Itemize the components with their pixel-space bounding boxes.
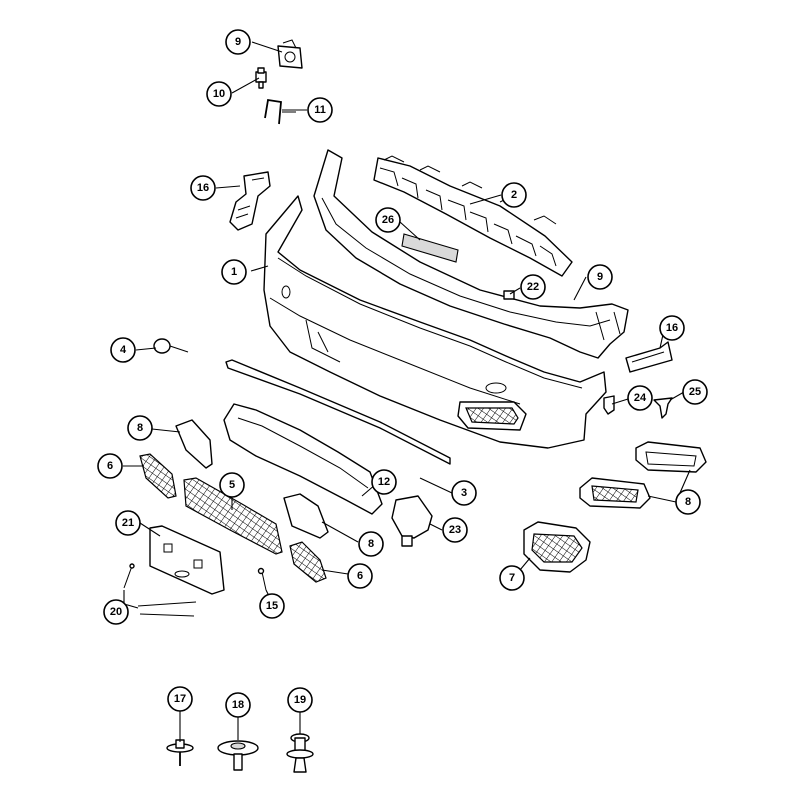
callout-15-label: 15 — [266, 600, 278, 612]
part-22-clip — [503, 290, 515, 300]
callout-6-left-label: 6 — [107, 460, 113, 472]
callout-17-label: 17 — [174, 693, 186, 705]
part-11-upper-fascia — [313, 149, 629, 359]
callout-5-label: 5 — [229, 479, 235, 491]
callout-11-label: 9 — [597, 271, 603, 283]
callout-12-label: 10 — [213, 88, 225, 100]
callout-26-label: 26 — [382, 214, 394, 226]
callout-19: 19 — [287, 687, 313, 713]
part-1-bumper-fascia — [263, 195, 607, 449]
part-16-bracket-left — [229, 171, 271, 231]
leader-lines — [123, 41, 691, 742]
callout-5: 5 — [219, 472, 245, 498]
callout-1-label: 1 — [231, 266, 237, 278]
callout-1: 1 — [221, 259, 247, 285]
part-17-push-rivet — [166, 739, 194, 766]
callout-13-label: 11 — [314, 104, 326, 116]
callout-21: 20 — [103, 599, 129, 625]
callout-15: 15 — [259, 593, 285, 619]
callout-3: 3 — [451, 480, 477, 506]
callout-14: 12 — [371, 469, 397, 495]
part-23-fog-bracket — [391, 495, 433, 547]
callout-6-right-label: 6 — [357, 570, 363, 582]
callout-25: 25 — [682, 379, 708, 405]
part-9-fog-bezels — [579, 441, 707, 509]
callout-20-label: 21 — [122, 517, 134, 529]
callout-10: 9 — [225, 29, 251, 55]
callout-20: 21 — [115, 510, 141, 536]
callout-8-bottom: 8 — [358, 531, 384, 557]
callout-26: 26 — [375, 207, 401, 233]
callout-16-left-label: 16 — [197, 182, 209, 194]
callout-16-right: 16 — [659, 315, 685, 341]
part-14-lower-support — [223, 403, 383, 515]
callout-13: 11 — [307, 97, 333, 123]
callout-23-label: 23 — [449, 524, 461, 536]
part-19-plastic-rivet — [286, 733, 314, 773]
part-7-bezel — [523, 521, 591, 573]
part-26-foam — [401, 233, 459, 263]
part-21-fasteners — [123, 563, 197, 617]
callout-9-label: 8 — [685, 496, 691, 508]
callout-9: 8 — [675, 489, 701, 515]
callout-12: 10 — [206, 81, 232, 107]
callout-23: 23 — [442, 517, 468, 543]
callout-3-label: 3 — [461, 487, 467, 499]
callout-14-label: 12 — [378, 476, 390, 488]
part-16-bracket-right — [625, 341, 673, 373]
callout-22: 22 — [520, 274, 546, 300]
part-15-screw — [257, 567, 267, 591]
part-8-cover-right — [283, 493, 329, 539]
part-20-license-bracket — [149, 525, 225, 595]
callout-7: 7 — [499, 565, 525, 591]
callout-2-label: 2 — [511, 189, 517, 201]
part-8-cover-left — [175, 419, 213, 469]
callout-8-top: 8 — [127, 415, 153, 441]
callout-6-left: 6 — [97, 453, 123, 479]
callout-10-label: 9 — [235, 36, 241, 48]
part-4-cap — [153, 338, 189, 354]
part-6-grille-left — [139, 453, 177, 499]
callout-25-label: 25 — [689, 386, 701, 398]
callout-4-label: 4 — [120, 344, 127, 356]
callout-17: 17 — [167, 686, 193, 712]
part-18-retainer — [217, 740, 259, 771]
part-5-center-grille — [183, 477, 283, 555]
callout-2: 2 — [501, 182, 527, 208]
part-13-bracket — [264, 98, 296, 125]
part-2-energy-absorber — [373, 155, 573, 277]
part-24-push-pin — [603, 395, 615, 415]
part-3-trim-strip — [225, 359, 451, 465]
part-25-rivet — [653, 397, 673, 419]
part-6-grille-right — [289, 541, 327, 583]
callout-19-label: 19 — [294, 694, 306, 706]
callout-16-right-label: 16 — [666, 322, 678, 334]
part-10-clip — [277, 39, 303, 69]
callout-24-label: 24 — [634, 392, 647, 404]
callout-8-top-label: 8 — [137, 422, 143, 434]
callout-4: 4 — [110, 337, 136, 363]
callout-21-label: 20 — [110, 606, 122, 618]
callout-16-left: 16 — [190, 175, 216, 201]
callout-11: 9 — [587, 264, 613, 290]
callout-22-label: 22 — [527, 281, 539, 293]
part-12-bolt — [255, 67, 267, 89]
callout-7-label: 7 — [509, 572, 515, 584]
callout-18: 18 — [225, 692, 251, 718]
callout-24: 24 — [627, 385, 653, 411]
callout-6-right: 6 — [347, 563, 373, 589]
callout-18-label: 18 — [232, 699, 244, 711]
callout-8-bottom-label: 8 — [368, 538, 374, 550]
